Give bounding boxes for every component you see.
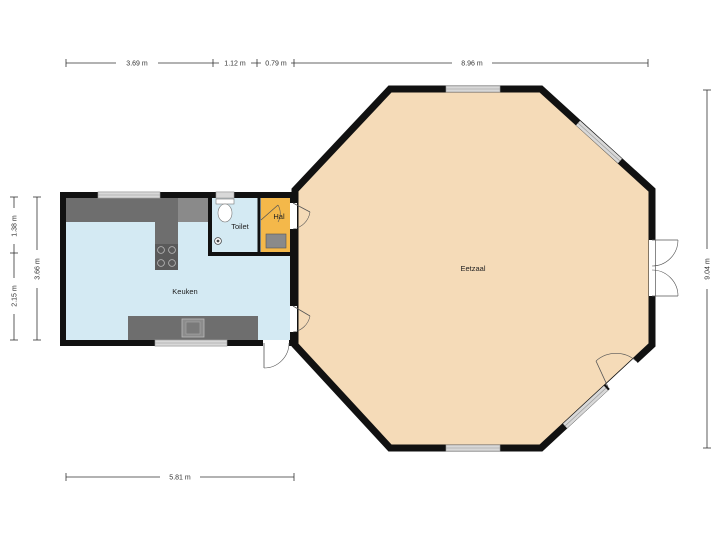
door-swing-icon (290, 202, 311, 230)
washbasin-icon (214, 237, 222, 245)
room-label-eetzaal: Eetzaal (460, 264, 485, 273)
room-eetzaal: Eetzaal (291, 85, 679, 452)
toilet-icon (215, 198, 235, 223)
room-toilet: Toilet (210, 191, 259, 253)
dim-top-1: 3.69 m (126, 61, 148, 68)
room-hal: Hal (260, 197, 292, 252)
cabinet (265, 233, 287, 249)
window-eetzaal-top (445, 85, 501, 93)
door-swing-icon (595, 353, 639, 390)
dim-top-4: 8.96 m (461, 61, 483, 68)
room-label-toilet: Toilet (231, 222, 249, 231)
dimension-bottom: 5.81 m (65, 471, 295, 483)
dimension-top: 3.69 m 1.12 m 0.79 m 8.96 m (65, 57, 649, 69)
dim-right: 9.04 m (705, 258, 712, 280)
window-eetzaal-bottom (445, 444, 501, 452)
dim-bottom: 5.81 m (169, 475, 191, 482)
room-label-keuken: Keuken (172, 287, 197, 296)
door-swing-icon (260, 204, 281, 223)
dim-left-outer: 3.66 m (35, 258, 42, 280)
dimension-left-outer: 3.66 m (31, 196, 43, 341)
sink-icon (181, 318, 205, 338)
dim-left-inner-2: 2.15 m (12, 285, 19, 307)
stove-icon (155, 244, 178, 270)
room-label-hal: Hal (273, 212, 285, 221)
dim-top-2: 1.12 m (224, 61, 246, 68)
window-eetzaal-top-right (575, 120, 623, 164)
door-swing-icon (263, 340, 290, 369)
dim-top-3: 0.79 m (265, 61, 287, 68)
window-toilet-overlay (215, 191, 235, 199)
window-keuken-top-overlay (97, 191, 161, 199)
door-swing-icon (649, 239, 679, 297)
window-keuken-bottom-overlay (154, 339, 228, 347)
window-eetzaal-bottom-right (562, 385, 609, 429)
dimension-right: 9.04 m (701, 89, 713, 449)
dim-left-inner-1: 1.38 m (12, 215, 19, 237)
door-swing-icon (290, 305, 311, 333)
dimension-left-inner: 1.38 m 2.15 m (8, 196, 20, 341)
